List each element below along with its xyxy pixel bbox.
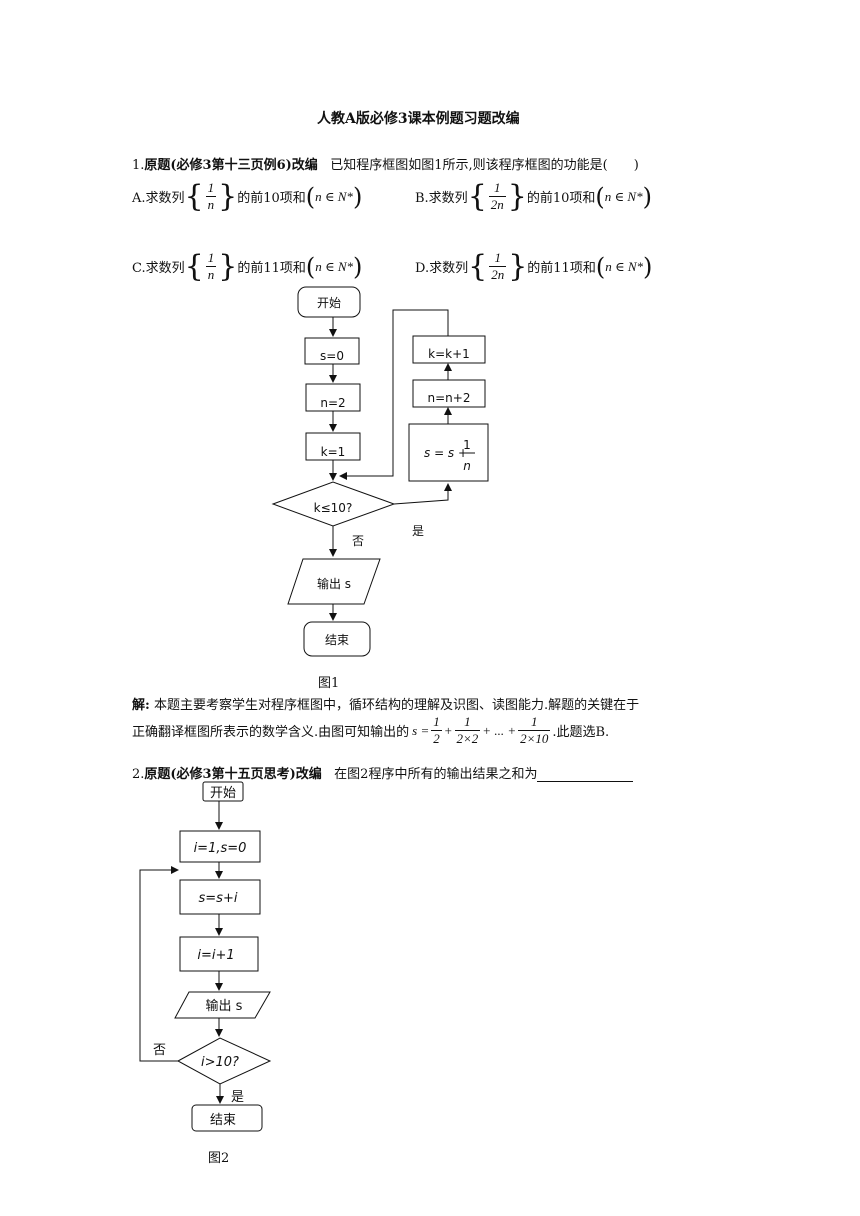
option-suffix: 的前10项和 (237, 191, 306, 206)
q2-number: 2. (132, 767, 145, 782)
fc1-update-s-text: s = s + (424, 446, 468, 460)
page-title: 人教A版必修3课本例题习题改编 (317, 111, 520, 127)
brace-left: { (184, 178, 204, 214)
fc1-no-label: 否 (352, 534, 364, 548)
option-label: D.求数列 (415, 261, 469, 276)
solution-plus: + (443, 722, 453, 738)
brace-left: { (184, 248, 204, 284)
fc1-start-text: 开始 (317, 296, 341, 310)
option-suffix: 的前11项和 (237, 261, 306, 276)
fc1-end-box (303, 621, 371, 657)
fc1-s-init-box (304, 337, 360, 365)
brace-right: } (218, 248, 238, 284)
fc1-start-box (297, 286, 361, 318)
fc2-update-s-box (179, 879, 261, 915)
fc2-end-box (191, 1104, 263, 1132)
q1-solution-line1: 解: 本题主要考察学生对程序框图中，循环结构的理解及识图、读图能力.解题的关键在… (132, 694, 639, 713)
solution-text-2: 正确翻译框图所表示的数学含义.由图可知输出的 (132, 725, 410, 740)
fc1-update-s-den: n (463, 459, 471, 473)
fc1-k-init-text: k=1 (321, 445, 346, 459)
brace-right: } (218, 178, 238, 214)
option-condition: n ∈ N* (604, 188, 643, 204)
fc1-s-init-text: s=0 (320, 349, 344, 363)
option-suffix: 的前10项和 (526, 191, 596, 206)
fc2-init-box (179, 830, 261, 863)
fc1-update-n-text: n=n+2 (428, 391, 471, 405)
fc1-update-s-num: 1 (463, 438, 471, 452)
solution-text-1: 本题主要考察学生对程序框图中，循环结构的理解及识图、读图能力.解题的关键在于 (153, 698, 640, 713)
fc2-condition-text: i>10? (201, 1055, 239, 1070)
fc2-output-parallelogram (174, 991, 271, 1019)
fc2-no-label: 否 (153, 1043, 166, 1058)
fig2-caption: 图2 (208, 1151, 230, 1166)
q2-stem: 在图2程序中所有的输出结果之和为 (334, 767, 538, 782)
option-condition: n ∈ N* (315, 258, 354, 274)
fc1-update-k-box (412, 335, 486, 364)
fc2-start-box (202, 781, 244, 802)
solution-s: s = (412, 722, 430, 738)
solution-dots: + ... + (482, 722, 517, 738)
option-suffix: 的前11项和 (527, 261, 596, 276)
fc1-update-n-box (412, 379, 486, 408)
brace-left: { (468, 248, 488, 284)
q2-answer-blank (537, 767, 634, 782)
flowchart-1: 开始 s=0 n=2 k=1 k≤10? 否 是 k=k+1 n=n+2 s =… (271, 286, 489, 657)
solution-tail: .此题选B. (552, 725, 610, 740)
fc2-output-text: 输出 s (206, 998, 243, 1014)
option-label: B.求数列 (415, 191, 468, 206)
fc1-condition-text: k≤10? (314, 501, 353, 515)
q1-stem: 已知程序框图如图1所示,则该程序框图的功能是( ) (330, 158, 639, 173)
q2-source: 原题(必修3第十五页思考)改编 (144, 767, 322, 782)
option-label: C.求数列 (132, 261, 185, 276)
q2-header: 2.原题(必修3第十五页思考)改编 在图2程序中所有的输出结果之和为 (132, 763, 634, 782)
fc2-end-text: 结束 (210, 1113, 236, 1128)
solution-label: 解: (132, 698, 150, 713)
fc1-end-text: 结束 (325, 633, 349, 647)
brace-right: } (508, 248, 528, 284)
fc2-update-s-text: s=s+i (199, 891, 238, 906)
option-label: A.求数列 (132, 191, 185, 206)
q1-source: 原题(必修3第十三页例6)改编 (144, 158, 318, 173)
fc1-output-parallelogram (287, 558, 381, 605)
fig1-caption: 图1 (318, 676, 340, 691)
option-condition: n ∈ N* (315, 188, 353, 204)
fc1-update-k-text: k=k+1 (428, 347, 470, 361)
brace-right: } (507, 178, 527, 214)
brace-left: { (467, 178, 487, 214)
q1-header: 1.原题(必修3第十三页例6)改编 已知程序框图如图1所示,则该程序框图的功能是… (132, 154, 639, 173)
fc1-n-init-text: n=2 (320, 396, 345, 410)
fc1-yes-label: 是 (412, 524, 424, 538)
fc2-start-text: 开始 (210, 786, 236, 801)
q1-number: 1. (132, 158, 145, 173)
fc2-update-i-text: i=i+1 (197, 948, 234, 963)
fc2-condition-diamond (176, 1037, 272, 1085)
flowchart-2: 开始 i=1,s=0 s=s+i i=i+1 输出 s i>10? 否 是 结束 (139, 781, 272, 1132)
fc2-init-text: i=1,s=0 (194, 841, 247, 856)
fc2-yes-label: 是 (231, 1090, 244, 1105)
option-condition: n ∈ N* (605, 258, 643, 274)
fc1-output-text: 输出 s (317, 576, 351, 591)
